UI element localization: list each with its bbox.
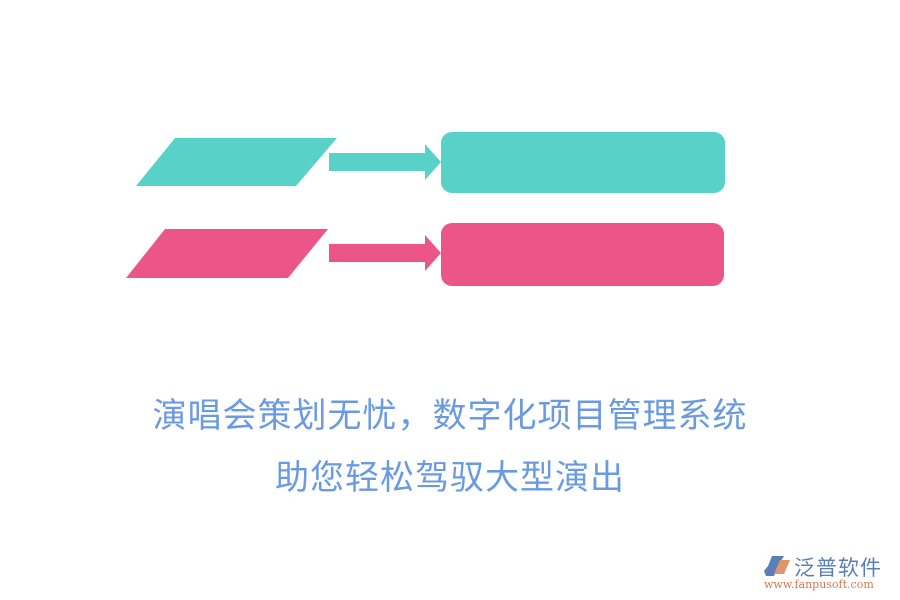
logo-url: www.fanpusoft.com — [764, 578, 874, 591]
caption-line-2: 助您轻松驾驭大型演出 — [275, 458, 625, 498]
process-box-pink — [441, 223, 724, 286]
input-parallelogram-teal — [136, 138, 337, 186]
brand-logo: 泛普软件 www.fanpusoft.com — [764, 552, 894, 594]
input-parallelogram-pink — [126, 229, 328, 278]
logo-mark-icon — [764, 556, 790, 576]
logo-name: 泛普软件 — [794, 556, 882, 580]
caption-line-1: 演唱会策划无忧，数字化项目管理系统 — [152, 396, 748, 436]
flow-diagram — [126, 132, 725, 286]
arrow-right-icon — [329, 144, 441, 180]
process-box-teal — [441, 132, 725, 193]
arrow-right-icon — [329, 235, 441, 271]
